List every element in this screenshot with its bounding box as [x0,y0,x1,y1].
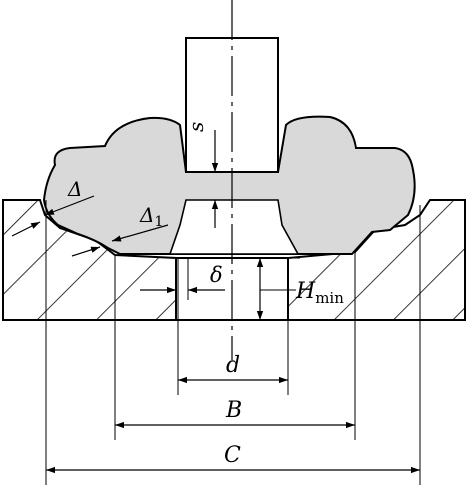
label-B: B [225,398,242,423]
label-delta1: Δ1 [139,203,163,230]
dim-small-delta [140,258,225,300]
label-d: d [226,353,240,378]
label-hmin: Hmin [295,279,344,307]
extension-lines [45,171,421,485]
label-delta: Δ [67,177,82,201]
label-C: C [224,443,241,468]
dim-delta1 [71,224,169,257]
dim-delta [11,195,95,237]
label-s: s [184,122,208,132]
dim-hmin [256,258,296,320]
label-small-delta: δ [210,263,223,287]
